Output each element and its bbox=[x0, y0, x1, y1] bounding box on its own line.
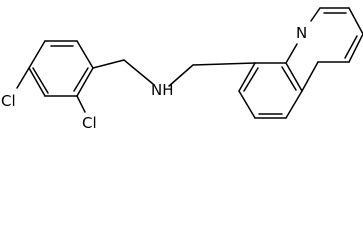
chlorine-label-para: Cl bbox=[1, 92, 16, 110]
double-bond-inner bbox=[344, 35, 358, 59]
double-bond-inner bbox=[32, 67, 49, 94]
bond-nh-ch2 bbox=[168, 64, 194, 87]
bond bbox=[348, 33, 363, 63]
double-bond-inner bbox=[243, 67, 259, 92]
bond bbox=[28, 40, 46, 69]
dichlorobenzene-ring bbox=[28, 40, 94, 97]
bond-ch2-quinoline bbox=[192, 62, 256, 66]
substituent-bonds bbox=[16, 59, 256, 113]
bond bbox=[238, 90, 256, 119]
chlorine-label-ortho: Cl bbox=[82, 114, 97, 132]
bond-c8a-n1 bbox=[285, 43, 298, 64]
bond bbox=[238, 62, 256, 92]
bond-ch2-nh bbox=[123, 59, 154, 85]
double-bond-inner bbox=[73, 67, 89, 92]
bond-n1-c2 bbox=[310, 7, 321, 22]
ring-nitrogen-label: N bbox=[296, 24, 307, 42]
amine-label: NH bbox=[151, 81, 174, 99]
double-bond-inner bbox=[281, 66, 297, 91]
bond bbox=[285, 90, 303, 119]
bond bbox=[76, 40, 94, 69]
bond-ring-ch2 bbox=[92, 59, 125, 69]
quinoline-ring bbox=[238, 7, 363, 119]
bond bbox=[28, 67, 46, 97]
bond bbox=[348, 7, 363, 35]
bond bbox=[76, 67, 94, 97]
bond-c2-cl bbox=[76, 95, 86, 113]
bond-c4-cl bbox=[16, 67, 30, 89]
structure-diagram: Cl Cl NH N bbox=[1, 7, 363, 132]
bond bbox=[285, 62, 303, 92]
bond bbox=[301, 61, 319, 92]
